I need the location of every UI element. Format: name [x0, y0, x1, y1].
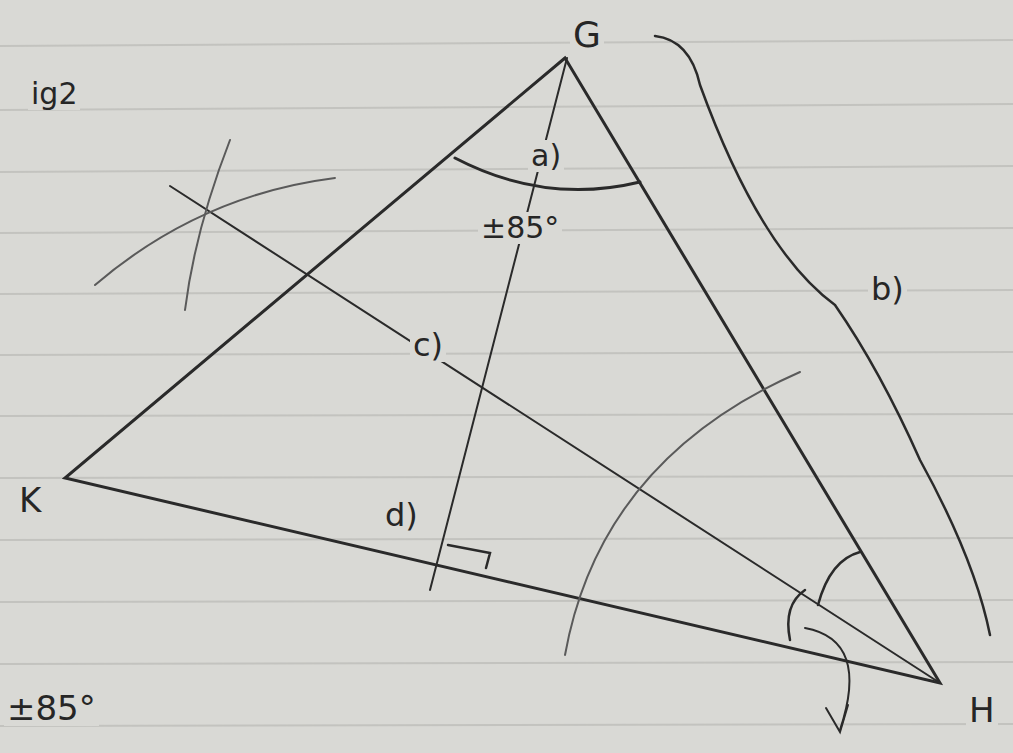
figure-label: ig2 — [28, 78, 80, 110]
angle-arc — [788, 590, 805, 640]
construction-arc — [95, 178, 335, 285]
angle-arc — [818, 552, 860, 605]
construction-arc — [565, 372, 800, 655]
vertex-label: G — [570, 16, 604, 54]
vertex-label: H — [966, 692, 998, 728]
paper-lines — [0, 40, 1013, 726]
right-angle-mark — [448, 545, 490, 568]
part-label: b) — [868, 272, 907, 306]
part-label: c) — [410, 328, 446, 362]
arrow-head — [826, 705, 848, 732]
triangle — [65, 58, 940, 683]
vertex-label: K — [16, 482, 44, 518]
angle-value: ±85° — [478, 212, 562, 244]
construction-arc — [185, 140, 230, 310]
part-label: a) — [528, 140, 564, 172]
altitude-line — [430, 58, 567, 590]
pointer-arrow — [805, 628, 849, 730]
brace — [655, 36, 990, 635]
triangle-construction — [65, 36, 990, 732]
bisector-line — [170, 186, 940, 683]
part-label: d) — [382, 498, 421, 532]
angle-value: ±85° — [4, 690, 99, 726]
